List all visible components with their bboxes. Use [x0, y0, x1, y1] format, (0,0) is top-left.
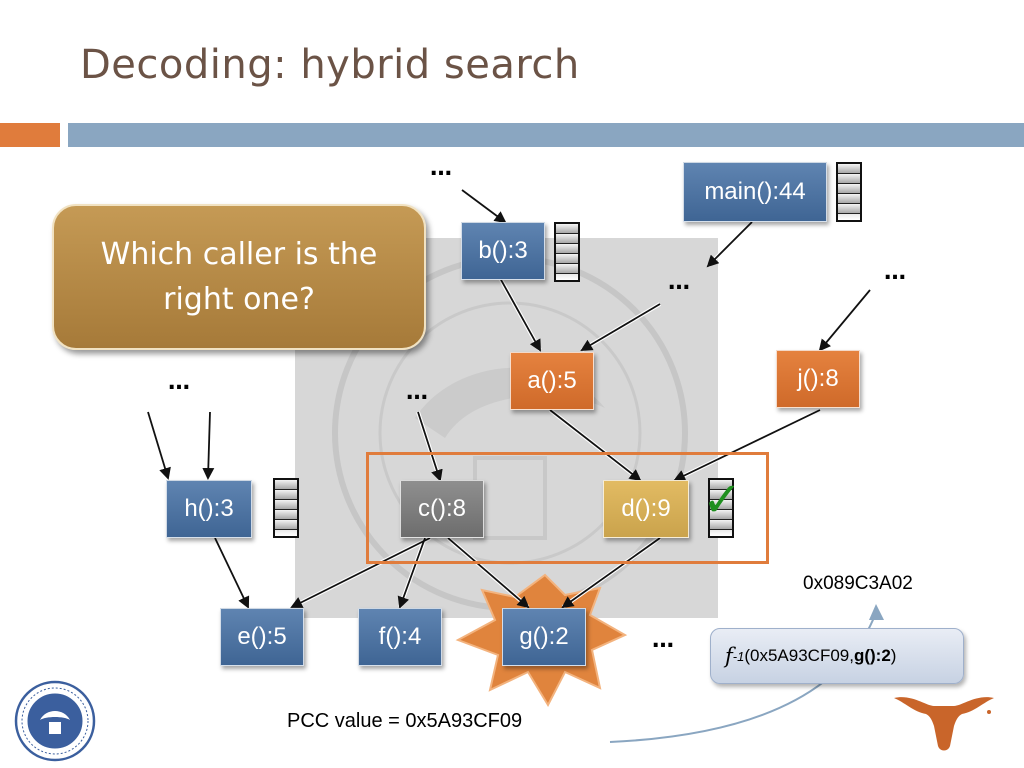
stack-icon — [708, 478, 734, 538]
node-f: f():4 — [358, 608, 442, 666]
inverse-function-box: f-1(0x5A93CF09, g():2) — [710, 628, 964, 684]
node-main: main():44 — [683, 162, 827, 222]
pcc-value-label: PCC value = 0x5A93CF09 — [287, 710, 523, 732]
node-e: e():5 — [220, 608, 304, 666]
callout-text: Which caller is the right one? — [100, 237, 378, 317]
tufts-seal-logo — [14, 680, 96, 762]
candidate-highlight-box — [366, 452, 769, 564]
ellipsis-top: … — [430, 156, 452, 181]
formula-target: g():2 — [853, 646, 891, 665]
formula-open-paren: ( — [744, 646, 751, 665]
ellipsis-mid: … — [668, 270, 690, 295]
node-c: c():8 — [400, 480, 484, 538]
node-j: j():8 — [776, 350, 860, 408]
ellipsis-center: … — [406, 380, 428, 405]
formula-close-paren: ) — [890, 646, 897, 665]
node-g: g():2 — [502, 608, 586, 666]
ellipsis-right: … — [884, 260, 906, 285]
title-rule — [68, 123, 1024, 147]
checkmark-icon: ✓ — [702, 472, 743, 528]
longhorn-logo — [894, 697, 994, 751]
node-h: h():3 — [166, 480, 252, 538]
stack-icon — [836, 162, 862, 222]
stack-icon — [554, 222, 580, 282]
question-callout: Which caller is the right one? — [52, 204, 426, 350]
inverse-superscript: -1 — [732, 648, 745, 664]
hex-value-label: 0x089C3A02 — [803, 573, 913, 594]
node-b: b():3 — [461, 222, 545, 280]
node-a: a():5 — [510, 352, 594, 410]
ellipsis-bottom: … — [652, 628, 674, 653]
inverse-func-name: f — [725, 644, 733, 668]
title-accent-bar — [0, 123, 60, 147]
node-d: d():9 — [603, 480, 689, 538]
ellipsis-left: … — [168, 370, 190, 395]
formula-pcc: 0x5A93CF09, — [750, 646, 854, 665]
stack-icon — [273, 478, 299, 538]
slide-title: Decoding: hybrid search — [80, 42, 580, 88]
